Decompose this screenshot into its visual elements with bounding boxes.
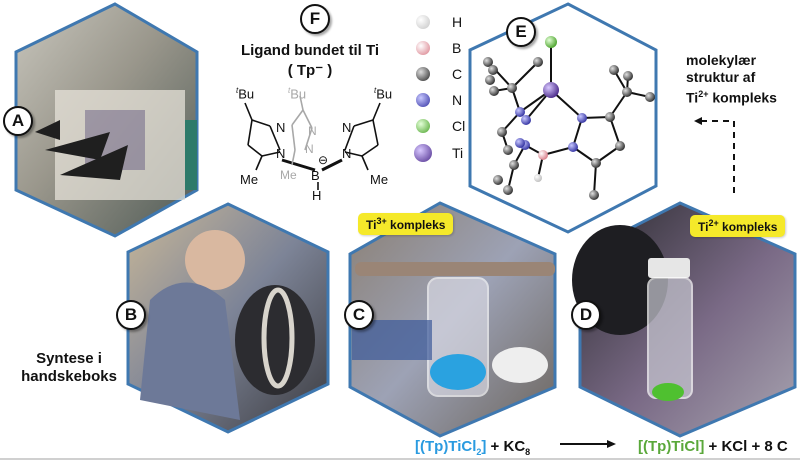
panel-label-b: B xyxy=(116,300,146,330)
reactant-complex: [(Tp)TiCl2] xyxy=(415,438,487,457)
glovebox-caption-line1: Syntese i xyxy=(36,350,102,367)
panel-label-f: F xyxy=(300,4,330,34)
me-left-label: Me xyxy=(240,172,259,187)
legend-item-h: H xyxy=(416,14,462,30)
reaction-products: [(Tp)TiCl] + KCl + 8 C xyxy=(638,438,788,455)
ligand-title: Ligand bundet til Ti xyxy=(240,42,380,59)
panel-c-photo xyxy=(348,201,557,438)
tbu-left-label: tBu xyxy=(236,86,255,102)
tbu-right-label: tBu xyxy=(374,86,393,102)
legend-item-ti: Ti xyxy=(414,144,463,162)
n-label-2: N xyxy=(276,146,286,161)
b-atom-icon xyxy=(416,41,430,55)
ti3-complex-tag: Ti3+ kompleks xyxy=(358,213,454,235)
ti2-complex-tag: Ti2+ kompleks xyxy=(690,215,786,237)
glovebox-caption: Syntese i handskeboks xyxy=(14,350,124,386)
legend-item-cl: Cl xyxy=(416,118,465,134)
h-atom-icon xyxy=(416,15,430,29)
h-label: H xyxy=(312,188,322,203)
cl-atom-icon xyxy=(416,119,430,133)
panel-label-e: E xyxy=(506,17,536,47)
n-label-3: N xyxy=(342,120,352,135)
structure-caption-line1: molekylær xyxy=(686,52,757,68)
panel-e-structure xyxy=(468,2,658,234)
panel-label-c: C xyxy=(344,300,374,330)
n-label-back-2: N xyxy=(305,142,314,156)
panel-label-a: A xyxy=(3,106,33,136)
n-label-back-1: N xyxy=(308,124,317,138)
structure-caption-line3: Ti2+ kompleks xyxy=(686,89,777,106)
charge-label: ⊖ xyxy=(318,153,329,167)
bottom-divider xyxy=(0,458,800,460)
ligand-structure xyxy=(244,95,381,190)
tbu-back-label: tBu xyxy=(288,86,307,102)
structure-caption: molekylær struktur af Ti2+ kompleks xyxy=(686,52,777,107)
n-label-4: N xyxy=(342,146,352,161)
legend-item-b: B xyxy=(416,40,461,56)
ligand-subtitle: ( Tp⁻ ) xyxy=(287,62,333,79)
n-atom-icon xyxy=(416,93,430,107)
panel-d-photo xyxy=(572,201,797,438)
n-label-1: N xyxy=(276,120,286,135)
panel-a-photo xyxy=(14,2,199,238)
reaction-reactants: [(Tp)TiCl2] + KC8 xyxy=(415,438,531,457)
me-back-label: Me xyxy=(280,168,297,182)
panel-b-photo xyxy=(126,202,330,434)
dashed-arrow xyxy=(694,117,735,193)
product-complex: [(Tp)TiCl] xyxy=(638,438,705,455)
me-right-label: Me xyxy=(370,172,389,187)
panel-label-d: D xyxy=(571,300,601,330)
b-label: B xyxy=(311,168,320,183)
ti-atom-icon xyxy=(414,144,432,162)
legend-item-n: N xyxy=(416,92,462,108)
reaction-arrow xyxy=(560,440,616,448)
legend-item-c: C xyxy=(416,66,462,82)
c-atom-icon xyxy=(416,67,430,81)
glovebox-caption-line2: handskeboks xyxy=(21,368,117,385)
structure-caption-line2: struktur af xyxy=(686,69,756,85)
